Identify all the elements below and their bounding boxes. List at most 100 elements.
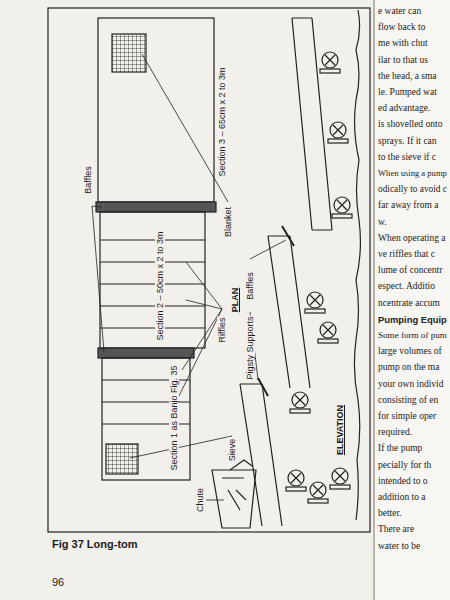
page-gutter (373, 0, 375, 600)
body-text-fragment: water to be (378, 541, 420, 552)
log-cross (291, 473, 301, 483)
body-text-fragment: large volumes of (378, 346, 442, 357)
log-rail (320, 69, 340, 73)
blanket-mesh (112, 34, 146, 72)
body-text-fragment: odically to avoid c (378, 184, 447, 195)
log-cross (323, 325, 333, 335)
pigsty-supports (286, 52, 352, 503)
log-rail (308, 499, 328, 503)
riffle-bar (100, 261, 205, 262)
body-text-fragment: flow back to (378, 22, 426, 33)
body-text-fragment: pump on the ma (378, 362, 439, 373)
body-text-fragment: espect. Additio (378, 281, 435, 292)
body-text-fragment: There are (378, 524, 414, 535)
view-title: ELEVATION (335, 404, 345, 456)
log-rail (290, 409, 310, 413)
part-label: Baffles (245, 271, 255, 300)
figure-frame (48, 8, 370, 532)
body-text-fragment: your own individ (378, 379, 443, 390)
part-label: Sieve (227, 438, 237, 463)
plan-view (96, 18, 216, 480)
section-1-plan (102, 358, 190, 480)
sieve-leader (130, 436, 232, 458)
body-text-fragment: ncentrate accum (378, 298, 440, 309)
log-rail (305, 309, 325, 313)
log-end (310, 482, 326, 498)
section-heading: Pumping Equip (378, 314, 447, 325)
view-title: PLAN (230, 287, 240, 314)
log-cross (313, 485, 323, 495)
facing-page (374, 0, 450, 600)
log-rail (328, 139, 348, 143)
body-text-fragment: is shovelled onto (378, 119, 442, 130)
section-3-plan (98, 18, 214, 202)
body-text-fragment: e water can (378, 6, 421, 17)
sieve-elevation (230, 460, 252, 500)
body-text-fragment: ilar to that us (378, 55, 428, 66)
section-2-plan (100, 212, 205, 348)
body-text-fragment: to the sieve if c (378, 152, 436, 163)
section-label: Section 1 as Banjo Fig. 35 (169, 364, 179, 471)
log-end (332, 468, 348, 484)
body-text-fragment: pecially for th (378, 460, 431, 471)
part-label: Riffles (217, 317, 227, 344)
part-label: Pigsty Supports (245, 315, 255, 380)
elevation-view (212, 10, 360, 528)
baffles-elevation-leader (250, 240, 286, 380)
log-cross (333, 125, 343, 135)
riffles-leader (172, 262, 222, 410)
log-end (292, 392, 308, 408)
body-text-fragment: better. (378, 508, 401, 519)
log-end (334, 197, 350, 213)
log-end (307, 292, 323, 308)
body-text-fragment: sprays. If it can (378, 136, 437, 147)
baffle-plan (96, 202, 216, 212)
body-text-fragment: required. (378, 427, 412, 438)
section-label: Section 2 – 50cm x 2 to 3m (155, 230, 165, 341)
riffle-bars (100, 240, 205, 424)
riffle-bar (100, 305, 205, 306)
body-text-fragment: intended to o (378, 476, 428, 487)
log-cross (337, 200, 347, 210)
log-cross (325, 55, 335, 65)
body-text-fragment: Some form of pum (378, 330, 447, 341)
body-text-fragment: le. Pumped wat (378, 87, 437, 98)
body-text-fragment: addition to a (378, 492, 426, 503)
log-cross (335, 471, 345, 481)
log-rail (330, 485, 350, 489)
part-label: Chute (195, 487, 205, 513)
section-1-elevation (240, 384, 282, 526)
leader-lines (92, 54, 286, 500)
riffle-bar (100, 239, 205, 240)
baffle-plan (98, 348, 194, 358)
log-end (322, 52, 338, 68)
body-text-fragment: far away from a (378, 200, 438, 211)
chute-leader (206, 500, 224, 501)
blanket-leader (142, 54, 228, 202)
body-text-fragment: When using a pump (378, 168, 447, 179)
section-3-elevation (292, 18, 332, 230)
body-text-fragment: lume of concentr (378, 265, 442, 276)
baffles-leader (92, 206, 104, 352)
section-label: Section 3 – 65cm x 2 to 3m (217, 66, 227, 177)
log-rail (332, 214, 352, 218)
part-label: Baffles (83, 165, 93, 194)
body-text-fragment: me with chut (378, 38, 428, 49)
log-rail (286, 487, 306, 491)
riffle-bar (100, 327, 205, 328)
log-cross (295, 395, 305, 405)
log-rail (318, 339, 338, 343)
body-text-fragment: When operating a (378, 233, 446, 244)
body-text-fragment: w. (378, 217, 387, 228)
body-text-fragment: If the pump (378, 443, 422, 454)
body-text-fragment: the head, a sma (378, 71, 437, 82)
part-label: Blanket (223, 206, 233, 238)
log-end (330, 122, 346, 138)
body-text-fragment: for simple oper (378, 411, 436, 422)
chute-hopper (212, 470, 256, 528)
figure-caption: Fig 37 Long-tom (52, 538, 138, 550)
log-cross (310, 295, 320, 305)
log-end (320, 322, 336, 338)
ground-line (354, 10, 360, 520)
page-number: 96 (52, 576, 64, 588)
